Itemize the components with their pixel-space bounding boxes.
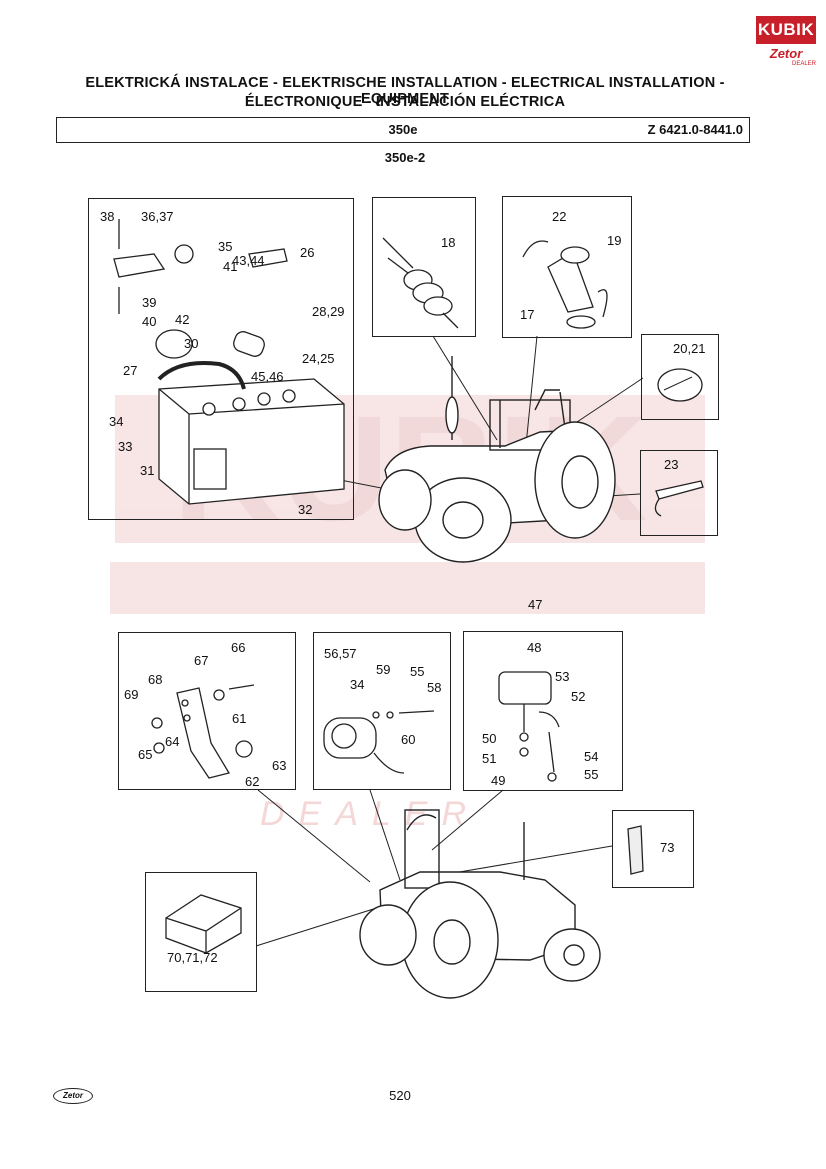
callout-label: 48	[527, 640, 542, 655]
panel-battery	[88, 198, 354, 520]
callout-label: 36,37	[141, 209, 174, 224]
panel-lamp	[502, 196, 632, 338]
socket-drawing	[323, 710, 435, 774]
panel-belt	[640, 450, 718, 536]
callout-label: 34	[109, 414, 124, 429]
callout-label: 51	[482, 751, 497, 766]
callout-label: 59	[376, 662, 391, 677]
callout-label: 68	[148, 672, 163, 687]
callout-label: 50	[482, 731, 497, 746]
callout-label: 52	[571, 689, 586, 704]
callout-label: 19	[607, 233, 622, 248]
brand-logo: KUBIK Zetor DEALER	[756, 16, 816, 67]
callout-label: 55	[410, 664, 425, 679]
callout-label: 27	[123, 363, 138, 378]
callout-label: 47	[528, 597, 543, 612]
callout-label: 49	[491, 773, 506, 788]
callout-label: 60	[401, 732, 416, 747]
callout-label: 40	[142, 314, 157, 329]
callout-label: 63	[272, 758, 287, 773]
callout-label: 26	[300, 245, 315, 260]
callout-label: 73	[660, 840, 675, 855]
callout-label: 62	[245, 774, 260, 789]
header-line-2: ÉLECTRONIQUE - INSTALACIÓN ELÉCTRICA	[244, 94, 566, 110]
callout-label: 28,29	[312, 304, 345, 319]
callout-label: 17	[520, 307, 535, 322]
reflector-drawing	[627, 825, 644, 875]
callout-label: 20,21	[673, 341, 706, 356]
panel-triangle	[145, 872, 257, 992]
callout-label: 42	[175, 312, 190, 327]
callout-label: 39	[142, 295, 157, 310]
panel-reflector	[612, 810, 694, 888]
panel-bracket	[118, 632, 296, 790]
brand-sub-caption: DEALER	[791, 61, 816, 67]
header-line-1: ELEKTRICKÁ INSTALACE - ELEKTRISCHE INSTA…	[85, 75, 725, 107]
callout-label: 55	[584, 767, 599, 782]
callout-label: 18	[441, 235, 456, 250]
cap-drawing	[657, 368, 703, 402]
part-code: Z 6421.0-8441.0	[647, 122, 743, 137]
triangle-drawing	[165, 894, 242, 954]
callout-label: 54	[584, 749, 599, 764]
callout-label: 38	[100, 209, 115, 224]
tractor-bottom-illustration	[359, 809, 601, 999]
belt-drawing	[654, 480, 704, 517]
model-label: 350e	[388, 122, 418, 137]
callout-label: 66	[231, 640, 246, 655]
callout-label: 43,44	[232, 253, 265, 268]
callout-label: 23	[664, 457, 679, 472]
page-number: 520	[389, 1088, 411, 1103]
callout-label: 69	[124, 687, 139, 702]
callout-label: 30	[184, 336, 199, 351]
callout-label: 35	[218, 239, 233, 254]
callout-label: 31	[140, 463, 155, 478]
panel-plug	[372, 197, 476, 337]
callout-label: 34	[350, 677, 365, 692]
callout-label: 64	[165, 734, 180, 749]
callout-label: 67	[194, 653, 209, 668]
figure-id: 350e-2	[384, 150, 426, 165]
brand-sub-logo: Zetor	[769, 46, 803, 61]
tractor-top-illustration	[378, 356, 616, 563]
bracket-drawing	[151, 684, 255, 779]
callout-label: 41	[223, 259, 238, 274]
callout-label: 33	[118, 439, 133, 454]
callout-label: 24,25	[302, 351, 335, 366]
lamp-drawing	[522, 240, 608, 329]
header-box: 350e Z 6421.0-8441.0	[56, 117, 750, 143]
brand-logo-text: KUBIK	[756, 16, 816, 44]
panel-socket	[313, 632, 451, 790]
callout-label: 45,46	[251, 369, 284, 384]
callout-label: 53	[555, 669, 570, 684]
callout-label: 32	[298, 502, 313, 517]
footer-logo: Zetor	[53, 1088, 93, 1104]
worklight-drawing	[498, 671, 560, 782]
callout-label: 22	[552, 209, 567, 224]
callout-label: 70,71,72	[167, 950, 218, 965]
plug-drawing	[382, 237, 459, 329]
battery-drawing	[113, 219, 345, 505]
callout-label: 61	[232, 711, 247, 726]
callout-label: 56,57	[324, 646, 357, 661]
watermark-dealer: DEALER	[260, 795, 480, 833]
callout-label: 65	[138, 747, 153, 762]
panel-cap	[641, 334, 719, 420]
panel-worklight	[463, 631, 623, 791]
callout-label: 58	[427, 680, 442, 695]
